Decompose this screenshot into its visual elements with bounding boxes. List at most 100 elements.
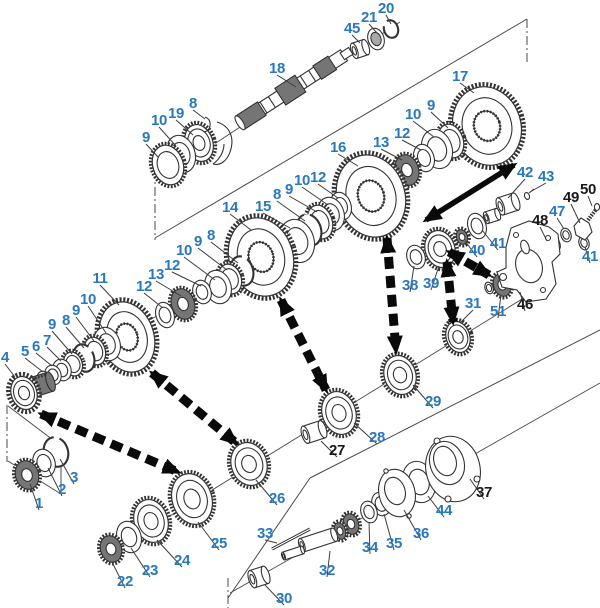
gear-25 [167,469,217,529]
retainer-36 [378,468,416,519]
assembly-arrow-solid [422,162,518,223]
part-callout-50: 50 [580,181,596,198]
leader-line [570,203,581,224]
leader-line [519,291,526,312]
leader-line [412,120,435,138]
leader-line [539,226,548,242]
part-callout-10: 10 [80,291,96,308]
part-callout-26: 26 [269,490,285,507]
assembly-arrow [276,296,331,394]
leader-line [197,247,228,271]
leader-line [51,330,73,355]
leader-line [556,217,565,230]
part-callout-9: 9 [48,316,56,333]
leader-line [353,422,378,445]
part-callout-27: 27 [329,442,345,459]
gear-16 [331,150,411,242]
part-callout-3: 3 [70,469,78,486]
gear-28 [317,387,361,439]
assembly-arrow [440,258,460,326]
part-callout-28: 28 [369,429,385,446]
part-callout-31: 31 [465,295,481,312]
leader-line [301,186,329,206]
part-callout-13: 13 [373,134,389,151]
gear-17 [447,82,527,170]
gear-26 [226,438,272,490]
part-callout-6: 6 [32,338,40,355]
leader-line [385,14,392,25]
assembly-arrow [148,369,240,447]
leader-line [262,212,291,229]
part-callout-32: 32 [319,562,335,579]
part-callout-2: 2 [58,481,66,498]
leader-line [99,284,120,306]
leader-line [320,440,338,458]
leader-line [183,256,216,281]
leader-line [497,294,502,319]
main-shaft-18 [234,46,354,131]
leader-line [412,384,434,409]
part-callout-9: 9 [427,97,435,114]
leader-line [351,34,361,44]
assembly-arrow [445,248,493,279]
part-callout-4: 4 [1,349,10,366]
panel-boundaries [6,18,600,608]
leader-line [368,23,378,34]
shaft-32-tip [280,545,306,561]
leader-line [264,584,285,606]
leader-line [507,178,526,199]
leader-line [337,153,359,167]
leader-line [175,119,194,136]
part-callout-8: 8 [273,186,281,203]
leader-line [35,352,53,367]
part-callout-36: 36 [413,525,429,542]
retainer-fork [212,121,233,165]
part-callout-9: 9 [194,233,202,250]
part-callout-1: 1 [35,495,43,512]
lock-rod-33 [271,527,311,551]
spacer-45 [349,38,371,60]
part-callout-35: 35 [386,535,402,552]
leader-line [255,479,278,506]
part-callout-41: 41 [582,248,598,265]
part-callout-12: 12 [394,125,410,142]
blocker-ring-9-a [148,141,188,189]
part-callout-11: 11 [92,270,107,287]
part-callout-33: 33 [257,525,273,542]
leader-line [47,467,63,497]
leader-line [24,357,44,373]
ring-47 [560,227,572,243]
nut-34 [360,500,378,524]
flange-37 [425,435,481,503]
part-callout-10: 10 [176,242,192,259]
part-callout-7: 7 [43,332,51,349]
leader-line [403,509,422,541]
part-callout-10: 10 [294,172,310,189]
part-callout-17: 17 [452,68,468,85]
part-callout-23: 23 [142,562,158,579]
part-callout-40: 40 [469,242,485,259]
custom-parts [203,46,600,551]
leader-line [192,109,206,120]
leader-line [427,495,445,518]
leader-line [464,240,478,258]
part-callout-13: 13 [148,266,164,283]
part-callout-12: 12 [164,257,180,274]
leader-line [368,521,371,555]
shaft-32 [297,527,339,553]
bracket-46 [496,220,561,303]
part-callout-9: 9 [285,181,293,198]
leader-line [383,513,395,551]
part-callout-42: 42 [517,164,533,181]
leader-line [46,346,62,362]
part-callout-25: 25 [211,535,227,552]
leader-line [430,265,440,291]
part-callout-37: 37 [476,484,492,501]
leader-line [326,550,331,578]
assembly-arrow [37,409,182,477]
leader-line [111,561,126,589]
leader-line [587,195,593,207]
gear-31 [441,317,475,357]
